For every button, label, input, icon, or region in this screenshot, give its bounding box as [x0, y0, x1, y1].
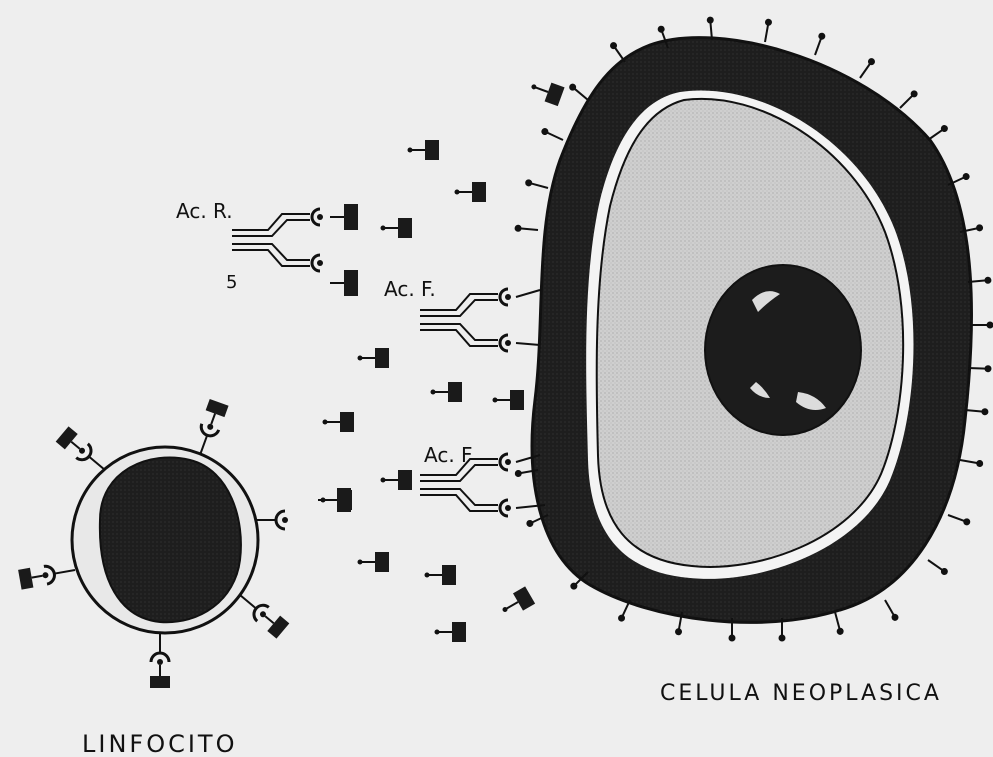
neoplastic-cell-nucleus: [705, 265, 861, 435]
label-lymphocyte: LINFOCITO: [82, 730, 237, 757]
label-antibody-r-number: 5: [226, 272, 237, 293]
label-antibody-r: Ac. R.: [176, 199, 233, 223]
bound-antigen: [344, 204, 358, 230]
label-antibody-f-lower: Ac. F: [424, 443, 473, 467]
label-antibody-f-upper: Ac. F.: [384, 277, 436, 301]
antibody-f-upper: [420, 289, 540, 351]
label-neoplastic-cell: CELULA NEOPLASICA: [660, 681, 942, 706]
neoplastic-cell: [514, 16, 993, 641]
bound-antigen: [337, 488, 351, 512]
lymphocyte-nucleus: [100, 458, 241, 623]
bound-antigen: [344, 270, 358, 296]
lymphocyte: [18, 399, 351, 688]
free-antigens: [321, 77, 565, 642]
antibody-r: [232, 204, 358, 296]
